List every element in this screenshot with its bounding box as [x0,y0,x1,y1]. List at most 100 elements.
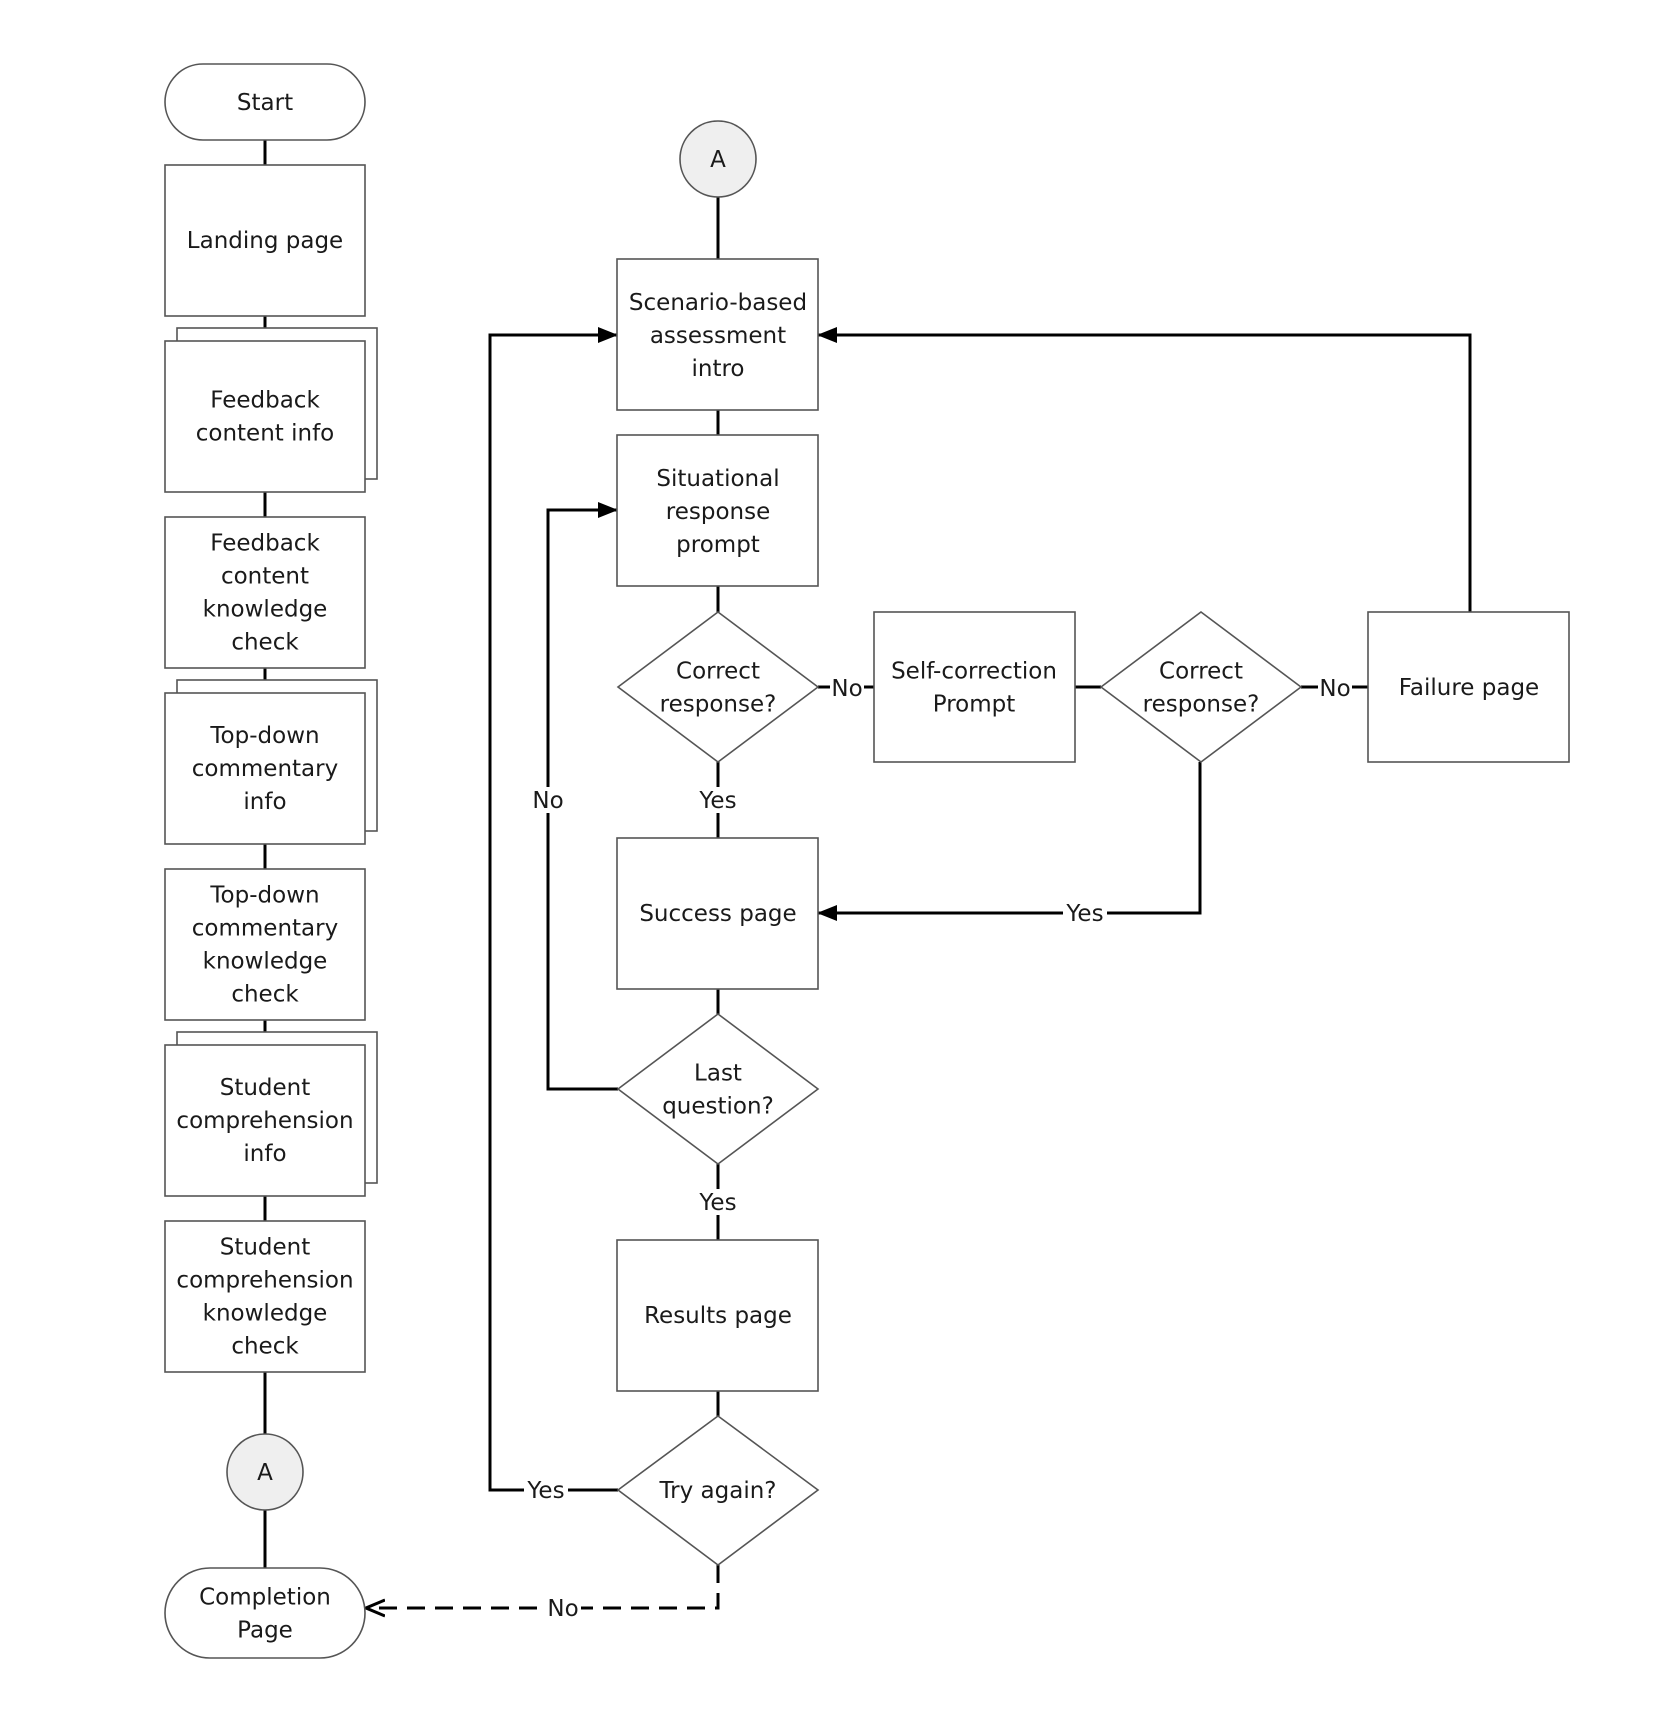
node-label-line: response? [660,692,777,718]
success-page-label: Success page [639,901,796,927]
landing-page-label: Landing page [187,228,343,254]
node-label-line: commentary [192,916,338,942]
node-label-line: Situational [656,466,779,492]
situational-response-prompt-label: Situational response prompt [656,466,779,558]
try-again-label: Try again? [658,1478,776,1504]
node-label-line: info [243,789,286,815]
edge-tryagain-scenario [488,327,618,1492]
node-label-line: Page [237,1618,293,1644]
edge-correct2-success [817,762,1202,921]
edge-label-tryagain-yes: Yes [524,1477,568,1504]
node-label-line: Student [220,1075,311,1101]
svg-text:No: No [831,676,862,702]
svg-text:Yes: Yes [698,788,736,814]
node-label-line: Start [237,90,293,116]
feedback-knowledge-check-box: Feedback content knowledge check [164,516,366,669]
feedback-knowledge-check-label: Feedback content knowledge check [203,531,328,656]
correct-response-decision-1: Correct response? [616,611,820,763]
last-question-label: Last question? [662,1061,774,1120]
svg-text:Yes: Yes [698,1190,736,1216]
start-terminator: Start [164,63,366,141]
node-label-line: prompt [676,532,760,558]
connector-a-bottom: A [226,1433,304,1511]
node-label-line: Scenario-based [629,290,807,316]
results-page-label: Results page [644,1303,792,1329]
edge-failure-scenario [817,327,1472,612]
landing-page-box: Landing page [164,164,366,317]
feedback-content-info-box: Feedback content info [164,327,378,493]
node-label-line: Correct [1159,659,1243,685]
failure-page-label: Failure page [1399,675,1539,701]
feedback-content-info-label: Feedback content info [196,388,335,447]
node-label-line: Student [220,1235,311,1261]
node-label-line: Top-down [209,723,319,749]
connector-a-top: A [679,120,757,198]
student-comprehension-info-box: Student comprehension info [164,1031,378,1197]
edge-label-correct2-no: No [1318,674,1352,702]
connector-a-bottom-label: A [257,1460,273,1486]
correct-response-2-label: Correct response? [1143,659,1260,718]
node-label-line: Completion [199,1585,331,1611]
node-label-line: response? [1143,692,1260,718]
node-label-line: check [231,630,299,656]
node-label-line: Results page [644,1303,792,1329]
edge-label-lastq-no: No [531,787,565,814]
node-label-line: knowledge [203,949,328,975]
node-label-line: Success page [639,901,796,927]
edge-labels: No Yes No Yes No Yes Yes No [524,674,1352,1622]
edge-label-tryagain-no: No [545,1595,581,1622]
edge-label-correct1-yes: Yes [696,787,740,814]
node-label-line: content info [196,421,335,447]
edge-tryagain-completion [366,1565,720,1608]
node-label-line: comprehension [176,1108,353,1134]
node-label-line: intro [691,356,744,382]
node-label-line: Landing page [187,228,343,254]
node-label-line: Top-down [209,883,319,909]
node-label-line: response [666,499,770,525]
svg-text:Yes: Yes [526,1478,564,1504]
node-label-line: assessment [650,323,786,349]
node-label-line: Failure page [1399,675,1539,701]
node-label-line: knowledge [203,597,328,623]
node-label-line: A [710,147,726,173]
node-label-line: Correct [676,659,760,685]
correct-response-1-label: Correct response? [660,659,777,718]
node-label-line: content [221,564,309,590]
last-question-decision: Last question? [616,1013,820,1165]
node-label-line: A [257,1460,273,1486]
node-label-line: question? [662,1094,774,1120]
edge-label-lastq-yes: Yes [696,1189,740,1216]
edge-label-correct2-yes: Yes [1063,900,1107,927]
svg-text:No: No [1319,676,1350,702]
failure-page-box: Failure page [1367,611,1570,763]
node-label-line: info [243,1141,286,1167]
edges [263,140,1472,1608]
success-page-box: Success page [616,837,819,990]
correct-response-decision-2: Correct response? [1099,611,1303,763]
svg-text:No: No [547,1596,578,1622]
node-label-line: Last [694,1061,742,1087]
node-label-line: check [231,1334,299,1360]
connector-a-top-label: A [710,147,726,173]
scenario-assessment-intro-box: Scenario-based assessment intro [616,258,819,411]
svg-text:Yes: Yes [1065,901,1103,927]
node-label-line: Feedback [210,531,320,557]
start-label: Start [237,90,293,116]
student-comprehension-info-label: Student comprehension info [176,1075,353,1167]
node-label-line: Feedback [210,388,320,414]
edge-label-correct1-no: No [830,674,864,702]
node-label-line: knowledge [203,1301,328,1327]
scenario-assessment-intro-label: Scenario-based assessment intro [629,290,807,382]
